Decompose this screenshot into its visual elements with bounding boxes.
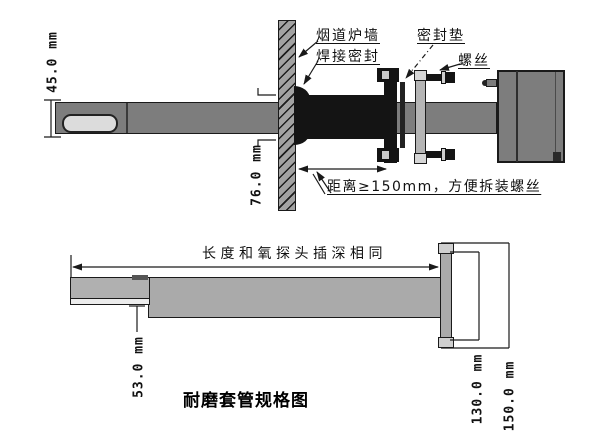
dim-step-label: 53.0 mm xyxy=(131,336,147,398)
pipe-joint-line xyxy=(126,103,128,133)
probe-head-box xyxy=(497,70,565,163)
cable-nipple xyxy=(486,79,497,87)
cable-nipple-tip xyxy=(482,80,487,86)
sleeve-body xyxy=(294,95,390,139)
distance-leader-hatch xyxy=(312,173,326,195)
probe-head-box-notch xyxy=(553,152,561,161)
mating-flange-cap-bottom xyxy=(414,153,427,164)
probe-head-box-edge xyxy=(555,72,556,161)
sleeve-flange-bar xyxy=(440,253,452,338)
dim-flange-outer-label: 150.0 mm xyxy=(502,360,518,432)
dim-probe-od-label: 45.0 mm xyxy=(45,31,61,93)
flange-bolt-bottom-head xyxy=(381,150,390,160)
mating-flange xyxy=(415,70,426,164)
label-gasket: 密封垫 xyxy=(417,28,465,44)
length-note: 长度和氧探头插深相同 xyxy=(202,246,387,262)
sleeve-front-tube xyxy=(70,277,150,299)
probe-head-box-seam xyxy=(516,71,518,162)
dim-flange-inner-label: 130.0 mm xyxy=(470,353,486,425)
sealing-gasket xyxy=(400,82,405,148)
dim-wall-sleeve-label: 76.0 mm xyxy=(249,144,265,206)
label-weld-seal: 焊接密封 xyxy=(316,49,380,65)
screw-bottom-head xyxy=(445,149,455,160)
sensor-slot xyxy=(62,114,118,133)
screw-top-head xyxy=(445,72,455,83)
sleeve-flange-cap-top xyxy=(438,243,454,254)
diagram-title: 耐磨套管规格图 xyxy=(183,391,309,411)
sleeve-flange xyxy=(384,72,397,163)
label-screws: 螺丝 xyxy=(458,53,490,69)
sleeve-flange-cap-bottom xyxy=(438,337,454,348)
sleeve-collar xyxy=(132,275,148,280)
probe-pipe xyxy=(55,102,497,134)
screw-bottom-shaft xyxy=(426,151,442,158)
dim76-bracket-top xyxy=(257,88,276,96)
leader-screws xyxy=(439,63,461,71)
flange-bolt-top-head xyxy=(381,70,390,80)
distance-note: 距离≥150mm，方便拆装螺丝 xyxy=(327,179,542,195)
label-flue-wall: 烟道炉墙 xyxy=(316,28,380,44)
sleeve-main-tube xyxy=(148,277,441,318)
screw-top-shaft xyxy=(426,74,442,81)
sleeve-step-band xyxy=(70,298,150,305)
